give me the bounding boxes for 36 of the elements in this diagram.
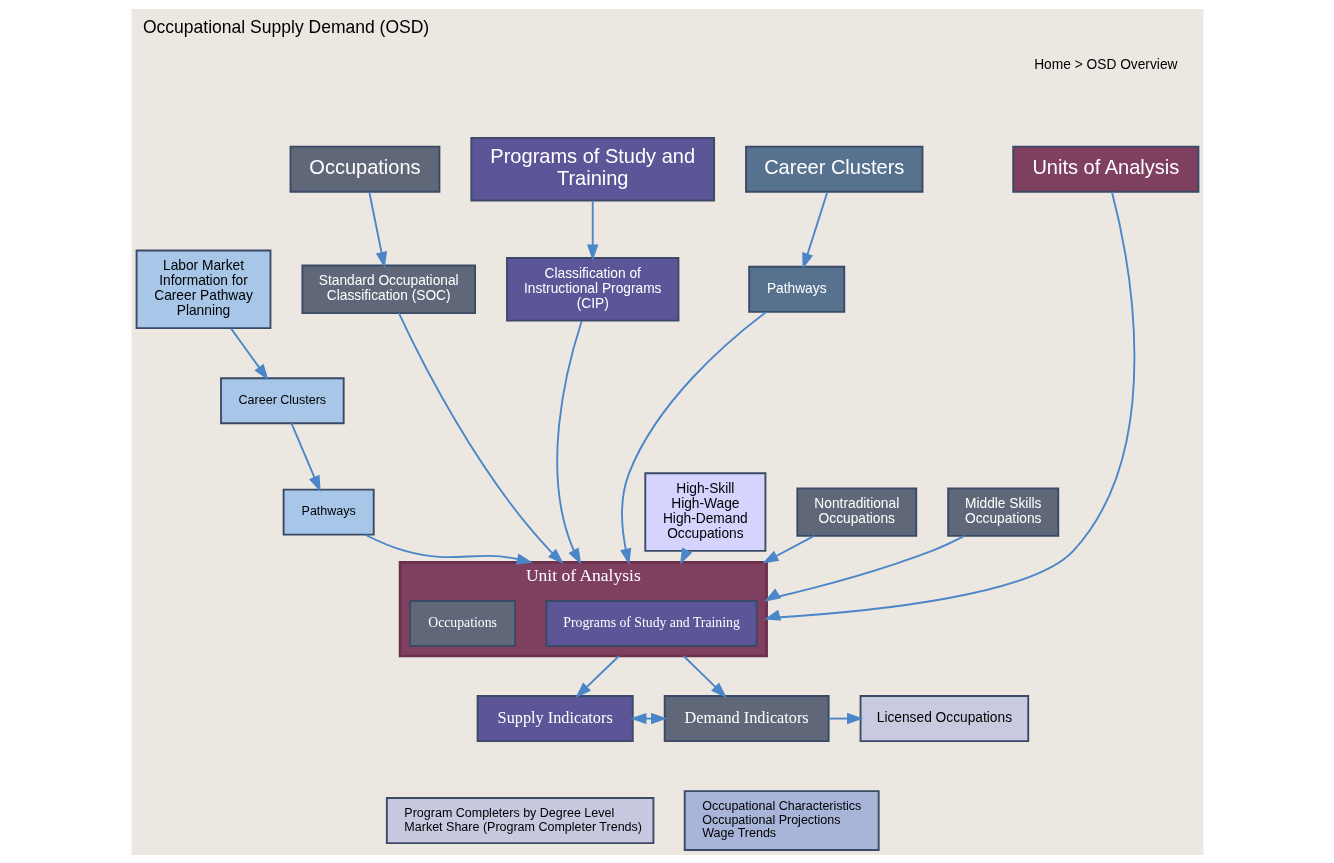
- arrow: [827, 712, 863, 724]
- arrow: [574, 654, 620, 698]
- arrow: [290, 422, 321, 492]
- arrow: [763, 534, 965, 602]
- node-box: Pathways: [747, 265, 845, 313]
- node-box: Programs of Study and Training: [544, 599, 758, 647]
- node-box: Nontraditional Occupations: [795, 486, 917, 537]
- node-box: Programs of Study and Training: [469, 136, 715, 201]
- arrow: [682, 654, 727, 698]
- node-box: Labor Market Information for Career Pathway Planning: [135, 249, 271, 329]
- diagram-title: Occupational Supply Demand (OSD): [142, 16, 429, 37]
- arrow: [555, 319, 583, 565]
- node-box: Middle Skills Occupations: [946, 486, 1059, 537]
- node-box: Occupations: [408, 599, 516, 647]
- arrow: [763, 190, 1135, 621]
- arrow: [229, 327, 269, 380]
- arrow: [629, 712, 667, 724]
- node-box: Occupations: [289, 145, 440, 193]
- arrow: [801, 190, 828, 269]
- arrow: [586, 199, 598, 261]
- node-box: Pathways: [282, 488, 375, 536]
- node-box: Supply Indicators: [476, 694, 634, 742]
- node-box: Career Clusters: [219, 376, 345, 424]
- node-box: Occupational Characteristics Occupational Projections Wage Trends: [683, 789, 880, 851]
- node-box: Classification of Instructional Programs (CIP): [505, 256, 679, 322]
- arrow: [397, 311, 564, 564]
- node-box: Licensed Occupations: [859, 694, 1029, 742]
- arrow: [761, 534, 815, 563]
- node-box: Units of Analysis: [1011, 145, 1199, 193]
- arrow: [367, 190, 387, 268]
- node-box: Program Completers by Degree Level Market Share (Program Completer Trends): [385, 796, 654, 844]
- node-box: Demand Indicators: [663, 694, 830, 742]
- label: Home > OSD Overview: [1033, 56, 1177, 72]
- node-box: Standard Occupational Classification (SOC): [300, 264, 476, 314]
- node-box: Career Clusters: [744, 145, 923, 193]
- arrow: [363, 533, 533, 564]
